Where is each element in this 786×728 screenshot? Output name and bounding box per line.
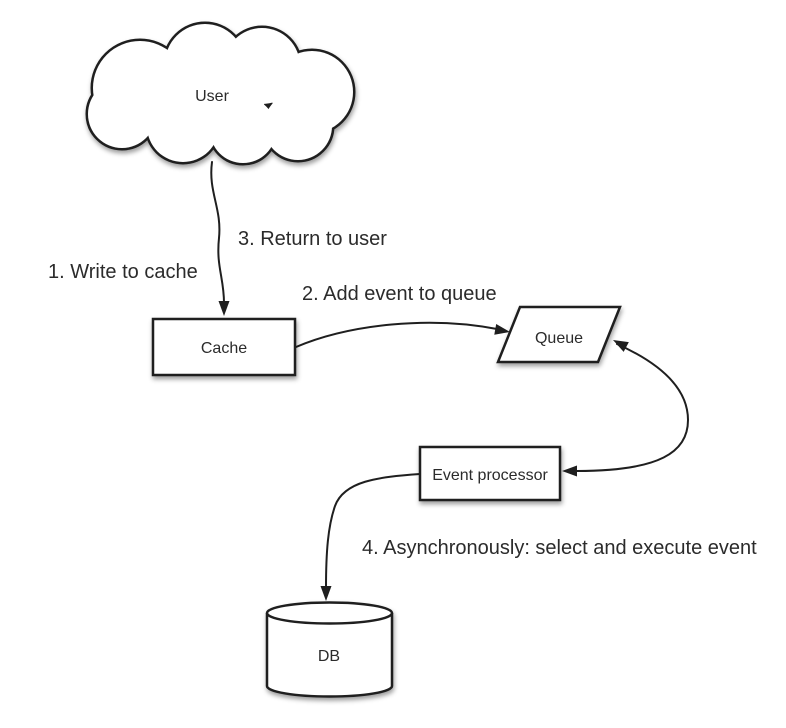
event-processor-node: Event processor bbox=[418, 445, 562, 502]
arrowhead-into-event-processor bbox=[562, 465, 577, 477]
queue-parallelogram bbox=[496, 305, 622, 364]
db-node-label: DB bbox=[318, 648, 340, 665]
edge-user-to-cache bbox=[210, 161, 225, 304]
cache-node: Cache bbox=[151, 317, 297, 377]
user-node: User bbox=[85, 21, 356, 166]
db-cylinder-body bbox=[265, 613, 394, 698]
event-processor-node-label: Event processor bbox=[432, 467, 548, 484]
edge-event-processor-to-db bbox=[325, 473, 421, 589]
db-cylinder-top bbox=[265, 601, 394, 625]
user-node-label: User bbox=[195, 88, 229, 105]
cloud-shape-fill bbox=[88, 24, 353, 163]
edge-label-add-event-to-queue: 2. Add event to queue bbox=[302, 283, 497, 305]
edges-layer bbox=[210, 161, 690, 601]
db-node: DB bbox=[265, 601, 394, 698]
event-processor-rect bbox=[418, 445, 562, 502]
arrowhead-into-cache bbox=[218, 301, 230, 316]
cache-node-label: Cache bbox=[201, 340, 247, 357]
edge-cache-to-queue bbox=[295, 321, 498, 348]
queue-node-label: Queue bbox=[535, 330, 583, 347]
arrowhead-into-db bbox=[320, 586, 332, 601]
edge-label-write-to-cache: 1. Write to cache bbox=[48, 261, 198, 283]
arrowhead-into-queue-right bbox=[613, 340, 629, 352]
arrowhead-into-queue-left bbox=[494, 323, 510, 335]
edge-label-async-select-execute: 4. Asynchronously: select and execute ev… bbox=[362, 537, 757, 559]
edge-queue-to-event-processor bbox=[576, 343, 690, 472]
edge-labels-layer: 1. Write to cache 3. Return to user 2. A… bbox=[48, 228, 757, 559]
queue-node: Queue bbox=[496, 305, 622, 364]
cache-rect bbox=[151, 317, 297, 377]
edge-label-return-to-user: 3. Return to user bbox=[238, 228, 387, 250]
